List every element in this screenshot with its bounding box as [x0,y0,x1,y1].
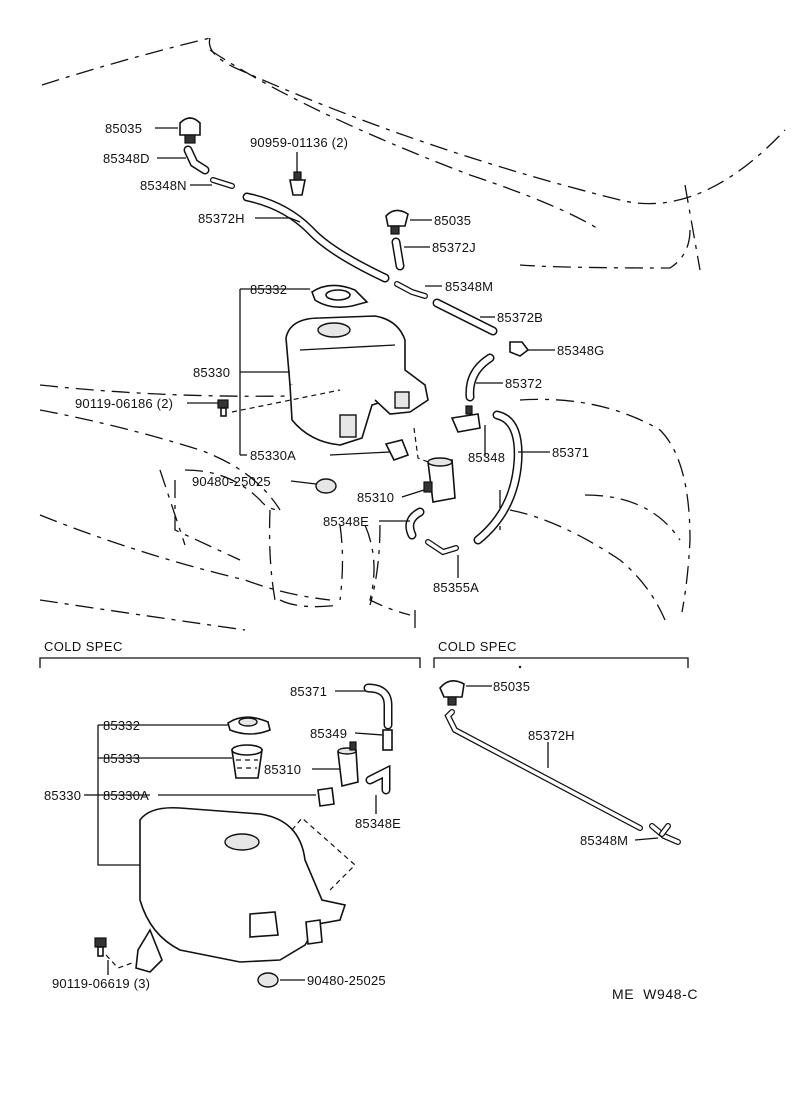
cold-label-cap: 85332 [103,718,140,733]
label-joint-g: 85348G [557,343,604,358]
cold-label-pump: 85310 [264,762,301,777]
hose-d-part [183,145,210,175]
filter-part [384,439,410,461]
cold-label-check-valve: 85349 [310,726,347,741]
cold-right-hose-m-part [649,823,681,845]
nozzle-right [385,209,409,235]
label-tube-h: 85372H [198,211,245,226]
cold-right-label-nozzle: 85035 [493,679,530,694]
cold-spec-left-bracket [39,657,421,668]
label-tube-j: 85372J [432,240,476,255]
label-hose-85371: 85371 [552,445,589,460]
cold-right-label-hose-m: 85348M [580,833,628,848]
diagram-code: ME W948-C [612,986,698,1002]
main-labels: 85035 85348D 85348N 90959-01136 (2) 8537… [75,121,604,595]
hose-85371-part [473,410,523,545]
cold-spec-right-section: COLD SPEC 85035 85372H 85348M [433,639,689,848]
label-filter: 85330A [250,448,296,463]
label-cap: 85332 [250,282,287,297]
cold-cap-part [227,716,271,735]
label-hose-n: 85348N [140,178,187,193]
tube-j-part [391,237,405,271]
label-tank: 85330 [193,365,230,380]
cold-label-filter: 85330A [103,788,149,803]
pump-axis [413,427,429,463]
cold-label-tank: 85330 [44,788,81,803]
label-bolt: 90119-06186 (2) [75,396,173,411]
hose-n-part [210,177,235,189]
label-hose-d: 85348D [103,151,150,166]
label-nozzle-top: 85035 [105,121,142,136]
label-tube-85372: 85372 [505,376,542,391]
label-grommet: 90480-25025 [192,474,271,489]
cold-bolt-axis [105,954,136,969]
bolt-axis [231,389,341,413]
vehicle-body-outline [39,37,786,631]
label-clip: 90959-01136 (2) [250,135,348,150]
cold-hose-85371-part [363,683,393,730]
label-tube-b: 85372B [497,310,543,325]
label-valve: 85348 [468,450,505,465]
label-joint-a: 85355A [433,580,479,595]
joint-a-part [425,539,459,556]
joint-g-part [509,341,530,357]
valve-part [450,405,481,433]
cold-spec-right-header: COLD SPEC [438,639,517,654]
tube-b-part [432,298,498,336]
tube-h-part [242,192,390,283]
cold-tank-part [135,806,347,973]
cold-spec-left-header: COLD SPEC [44,639,123,654]
cold-pump-part [337,741,359,787]
cold-filter-part [317,787,335,807]
label-hose-m: 85348M [445,279,493,294]
cold-right-label-tube-h: 85372H [528,728,575,743]
cold-right-tube-h-part [444,709,643,831]
cold-check-valve-part [382,729,393,751]
cold-label-bolt: 90119-06619 (3) [52,976,150,991]
label-nozzle-right: 85035 [434,213,471,228]
label-pump: 85310 [357,490,394,505]
cold-label-hose-e: 85348E [355,816,401,831]
cold-spec-right-bracket [433,657,689,668]
hose-e-part [405,507,425,540]
pump-part [423,457,456,503]
bolt-part [217,399,229,417]
cold-label-strainer: 85333 [103,751,140,766]
cap-part [311,284,369,308]
nozzle-left [179,117,201,144]
clip-part [289,171,306,196]
cold-hose-e-part [365,764,391,795]
main-leaders [155,127,555,578]
tank-part [285,315,429,446]
hose-m-part [394,281,428,299]
cold-right-nozzle-part [439,680,465,706]
cold-spec-left-section: COLD SPEC [39,639,421,991]
cold-grommet-part [257,972,279,988]
cold-bolt-part [94,937,107,957]
cold-strainer-part [231,744,263,779]
label-hose-e: 85348E [323,514,369,529]
cold-label-grommet: 90480-25025 [307,973,386,988]
tube-85372-part [465,353,495,402]
cold-label-hose-85371: 85371 [290,684,327,699]
speck-dot [518,665,522,669]
grommet-part [315,478,337,494]
